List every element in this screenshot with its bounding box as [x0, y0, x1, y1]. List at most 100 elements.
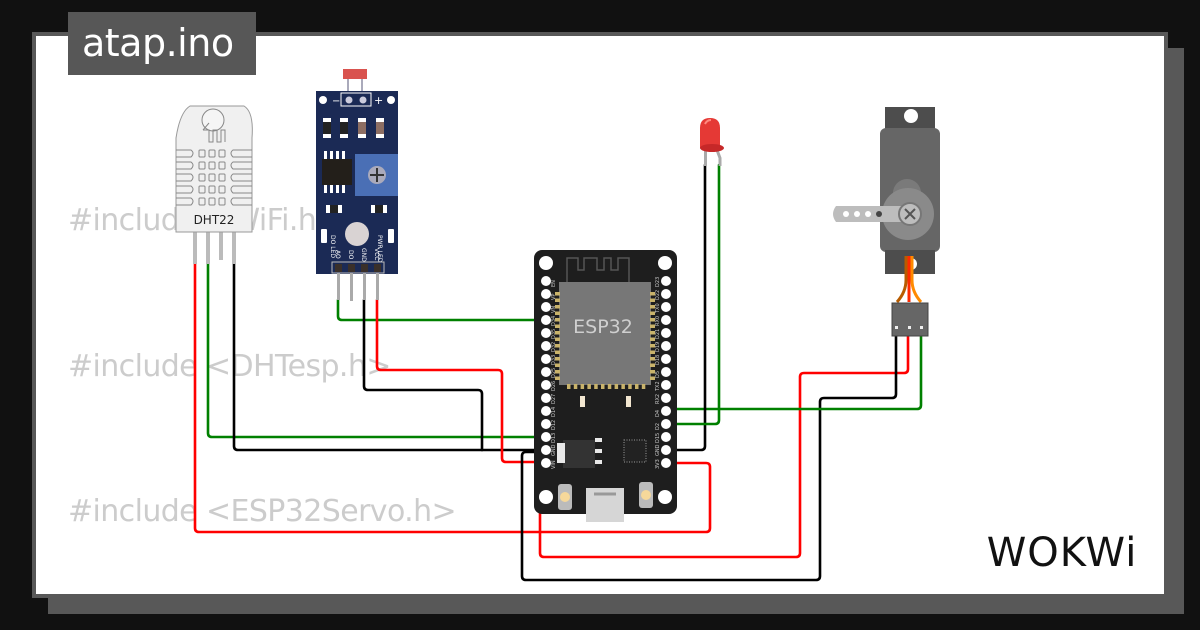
- chip-pad: [650, 324, 655, 328]
- wire-dht-vcc[interactable]: [193, 260, 712, 534]
- ldr-pin-do-label: DO: [347, 250, 354, 260]
- ldr-pin-vcc-label: VCC: [373, 248, 380, 260]
- esp32-pin-3v3[interactable]: [661, 458, 671, 468]
- esp32-pin-label: VP: [551, 294, 557, 300]
- esp32-pin-en[interactable]: [541, 276, 551, 286]
- chip-pad: [555, 376, 560, 380]
- esp32-pin-label: D33: [551, 355, 557, 365]
- chip-pad: [641, 384, 646, 389]
- esp32-pin-gnd[interactable]: [541, 445, 551, 455]
- chip-pad: [555, 370, 560, 374]
- esp32-pin-vin[interactable]: [541, 458, 551, 468]
- chip-pad: [614, 384, 619, 389]
- code-line: #include <ESP32Servo.h>: [68, 494, 457, 529]
- esp32-pin-rx2[interactable]: [661, 393, 671, 403]
- esp32-pin-d32[interactable]: [541, 341, 551, 351]
- wire-dht-data[interactable]: [206, 260, 668, 439]
- ldr-module[interactable]: − + DO LED PWR LED AO DO GND: [316, 69, 398, 301]
- chip-pad: [650, 298, 655, 302]
- esp32-pin-d18[interactable]: [661, 354, 671, 364]
- chip-pad: [650, 292, 655, 296]
- esp32-pin-tx2[interactable]: [661, 380, 671, 390]
- esp32-pin-d2[interactable]: [661, 419, 671, 429]
- esp32-pin-d27[interactable]: [541, 393, 551, 403]
- esp32-pin-label: VN: [551, 306, 557, 313]
- esp32-pin-label: D14: [551, 407, 557, 417]
- chip-pad: [650, 337, 655, 341]
- chip-pad: [555, 311, 560, 315]
- dht-label: DHT22: [194, 213, 235, 227]
- esp32-pin-d26[interactable]: [541, 380, 551, 390]
- chip-pad: [650, 363, 655, 367]
- esp32-pin-label: D15: [655, 433, 661, 443]
- dht22-sensor[interactable]: DHT22: [175, 105, 253, 264]
- esp32-pin-rx0[interactable]: [661, 315, 671, 325]
- esp32-pin-d13[interactable]: [541, 432, 551, 442]
- chip-pad: [555, 331, 560, 335]
- esp32-pin-label: D26: [551, 381, 557, 391]
- esp32-pin-label: TX0: [655, 303, 661, 314]
- chip-pad: [650, 311, 655, 315]
- esp32-board[interactable]: ESP32 ENVPVND34D35D32D33D25D26D27D14D12D…: [534, 250, 677, 522]
- chip-pad: [555, 324, 560, 328]
- ldr-do-led-label: DO LED: [329, 235, 336, 258]
- wire-servo-signal[interactable]: [664, 334, 923, 411]
- esp32-pin-d35[interactable]: [541, 328, 551, 338]
- chip-pad: [650, 376, 655, 380]
- chip-pad: [594, 384, 598, 389]
- chip-pad: [555, 305, 560, 309]
- chip-pad: [555, 357, 560, 361]
- wire-ldr-gnd[interactable]: [362, 298, 484, 452]
- esp32-pin-gnd[interactable]: [661, 445, 671, 455]
- chip-pad: [650, 331, 655, 335]
- esp32-pin-d14[interactable]: [541, 406, 551, 416]
- chip-pad: [555, 318, 560, 322]
- chip-pad: [607, 384, 612, 389]
- wire-dht-gnd[interactable]: [232, 260, 548, 452]
- esp32-pin-d4[interactable]: [661, 406, 671, 416]
- ldr-pin-ao-label: AO: [334, 250, 341, 259]
- red-led[interactable]: [700, 118, 724, 166]
- esp32-pin-d15[interactable]: [661, 432, 671, 442]
- ldr-plus-label: +: [374, 94, 383, 107]
- esp32-pin-label: GND: [655, 444, 661, 456]
- esp32-pin-vp[interactable]: [541, 289, 551, 299]
- chip-pad: [555, 350, 560, 354]
- esp32-pin-label: D2: [655, 423, 661, 430]
- esp32-pin-label: D27: [551, 394, 557, 404]
- chip-pad: [628, 384, 632, 389]
- esp32-pin-d34[interactable]: [541, 315, 551, 325]
- chip-pad: [650, 344, 655, 348]
- ldr-minus-label: −: [332, 96, 340, 107]
- esp32-pin-label: TX2: [655, 381, 661, 392]
- esp32-pin-d23[interactable]: [661, 276, 671, 286]
- wire-ldr-ao[interactable]: [336, 298, 548, 322]
- esp32-pin-d22[interactable]: [661, 289, 671, 299]
- chip-pad: [580, 384, 585, 389]
- esp32-pin-d12[interactable]: [541, 419, 551, 429]
- esp32-pin-d5[interactable]: [661, 367, 671, 377]
- chip-pad: [650, 357, 655, 361]
- esp32-pin-label: GND: [551, 444, 557, 456]
- file-title: atap.ino: [68, 12, 256, 75]
- chip-pad: [587, 384, 591, 389]
- esp32-pin-tx0[interactable]: [661, 302, 671, 312]
- esp32-pin-vn[interactable]: [541, 302, 551, 312]
- esp32-pin-label: D23: [655, 277, 661, 287]
- esp32-pin-label: D12: [551, 420, 557, 430]
- esp32-pin-d33[interactable]: [541, 354, 551, 364]
- wire-led-gnd[interactable]: [664, 163, 707, 452]
- esp32-pin-d19[interactable]: [661, 341, 671, 351]
- wire-servo-gnd[interactable]: [520, 334, 898, 582]
- servo-motor[interactable]: [833, 107, 940, 337]
- esp32-pin-label: VIN: [551, 460, 557, 469]
- chip-pad: [650, 370, 655, 374]
- esp32-pin-label: 3V3: [655, 459, 661, 469]
- chip-pad: [601, 384, 605, 389]
- esp32-pin-label: D19: [655, 342, 661, 352]
- chip-pad: [555, 337, 560, 341]
- esp32-pin-d25[interactable]: [541, 367, 551, 377]
- esp32-pin-label: D35: [551, 329, 557, 339]
- esp32-pin-d21[interactable]: [661, 328, 671, 338]
- wire-led-anode[interactable]: [664, 163, 721, 426]
